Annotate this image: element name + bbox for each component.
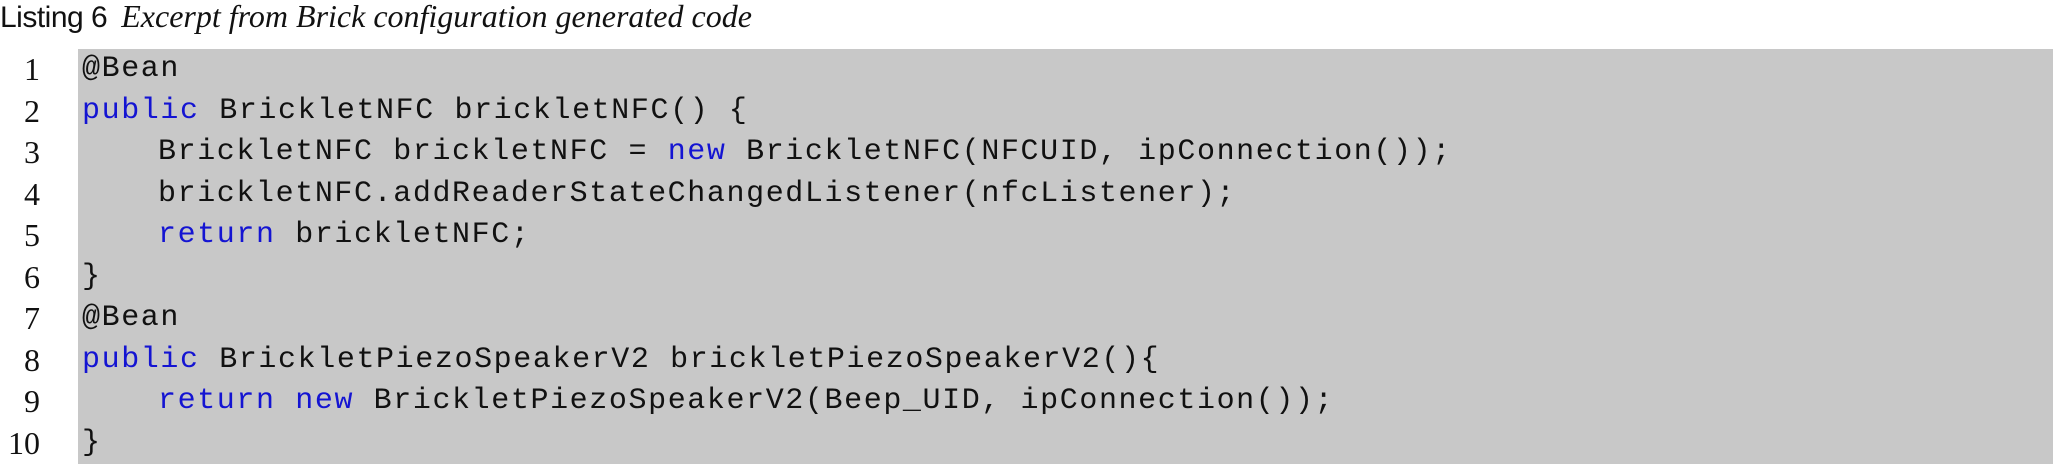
code-listing: 1 @Bean 2 public BrickletNFC brickletNFC() …: [0, 49, 2053, 464]
code-token: @Bean: [82, 301, 181, 335]
code-line: 1 @Bean: [0, 49, 2053, 91]
code-token: BrickletNFC brickletNFC =: [158, 135, 668, 169]
code-text: return new BrickletPiezoSpeakerV2(Beep_U…: [82, 381, 1334, 423]
listing-caption: Listing 6 Excerpt from Brick configuratio…: [0, 0, 752, 34]
code-line: 10}: [0, 423, 2053, 464]
code-line: 7 @Bean: [0, 298, 2053, 340]
code-text: brickletNFC.addReaderStateChangedListene…: [82, 174, 1236, 216]
code-text: public BrickletNFC brickletNFC() {: [82, 91, 749, 133]
code-token: BrickletPiezoSpeakerV2(Beep_UID, ipConne…: [354, 384, 1335, 418]
line-number: 4: [24, 175, 40, 212]
code-token: }: [82, 425, 102, 460]
code-token: [276, 384, 296, 418]
line-number: 10: [8, 424, 40, 461]
line-number: 7: [24, 300, 40, 336]
code-text: BrickletNFC brickletNFC = new BrickletNF…: [82, 132, 1452, 174]
keyword-token: public: [82, 342, 200, 377]
code-line: 6}: [0, 257, 2053, 299]
code-line: 3 BrickletNFC brickletNFC = new BrickletN…: [0, 132, 2053, 174]
code-text: public BrickletPiezoSpeakerV2 brickletPi…: [82, 340, 1160, 382]
line-number: 8: [24, 341, 40, 378]
line-number: 1: [24, 51, 40, 87]
code-text: }: [82, 423, 102, 464]
line-number: 5: [24, 217, 40, 253]
keyword-token: return: [158, 218, 276, 252]
line-number: 3: [24, 134, 40, 170]
code-block-background: [78, 49, 2053, 464]
code-text: @Bean: [82, 298, 180, 340]
code-token: BrickletPiezoSpeakerV2 brickletPiezoSpea…: [199, 342, 1161, 377]
code-token: BrickletNFC brickletNFC() {: [199, 93, 749, 128]
code-line: 4 brickletNFC.addReaderStateChangedListen…: [0, 174, 2053, 216]
keyword-token: new: [667, 135, 727, 169]
line-number: 6: [24, 258, 40, 295]
line-number: 9: [24, 383, 40, 419]
line-number: 2: [24, 92, 40, 129]
keyword-token: new: [295, 384, 355, 418]
keyword-token: public: [82, 93, 200, 128]
code-line: 9 return new BrickletPiezoSpeakerV2(Beep_…: [0, 381, 2053, 423]
keyword-token: return: [158, 384, 276, 418]
listing-title: Excerpt from Brick configuration generat…: [121, 0, 752, 34]
code-token: BrickletNFC(NFCUID, ipConnection());: [726, 135, 1452, 169]
code-line: 5 return brickletNFC;: [0, 215, 2053, 257]
code-line: 8 public BrickletPiezoSpeakerV2 brickletP…: [0, 340, 2053, 382]
code-line: 2 public BrickletNFC brickletNFC() {: [0, 91, 2053, 133]
code-token: }: [82, 259, 102, 294]
code-token: brickletNFC.addReaderStateChangedListene…: [158, 176, 1237, 211]
code-token: @Bean: [82, 52, 181, 86]
code-text: @Bean: [82, 49, 180, 91]
code-text: }: [82, 257, 102, 299]
code-text: return brickletNFC;: [82, 215, 530, 257]
code-token: brickletNFC;: [275, 218, 531, 252]
listing-label: Listing 6: [0, 1, 108, 34]
